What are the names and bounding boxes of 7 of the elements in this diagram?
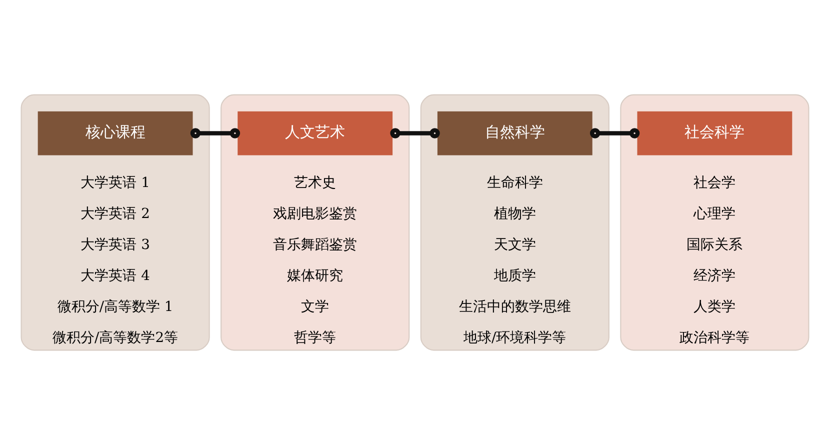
node-box: 自然科学 xyxy=(437,110,592,155)
connector xyxy=(390,128,440,138)
connector xyxy=(190,128,240,138)
node-box: 核心课程 xyxy=(38,110,193,155)
node-box: 人文艺术 xyxy=(238,110,393,155)
connector xyxy=(590,128,640,138)
node-box: 社会科学 xyxy=(637,110,792,155)
